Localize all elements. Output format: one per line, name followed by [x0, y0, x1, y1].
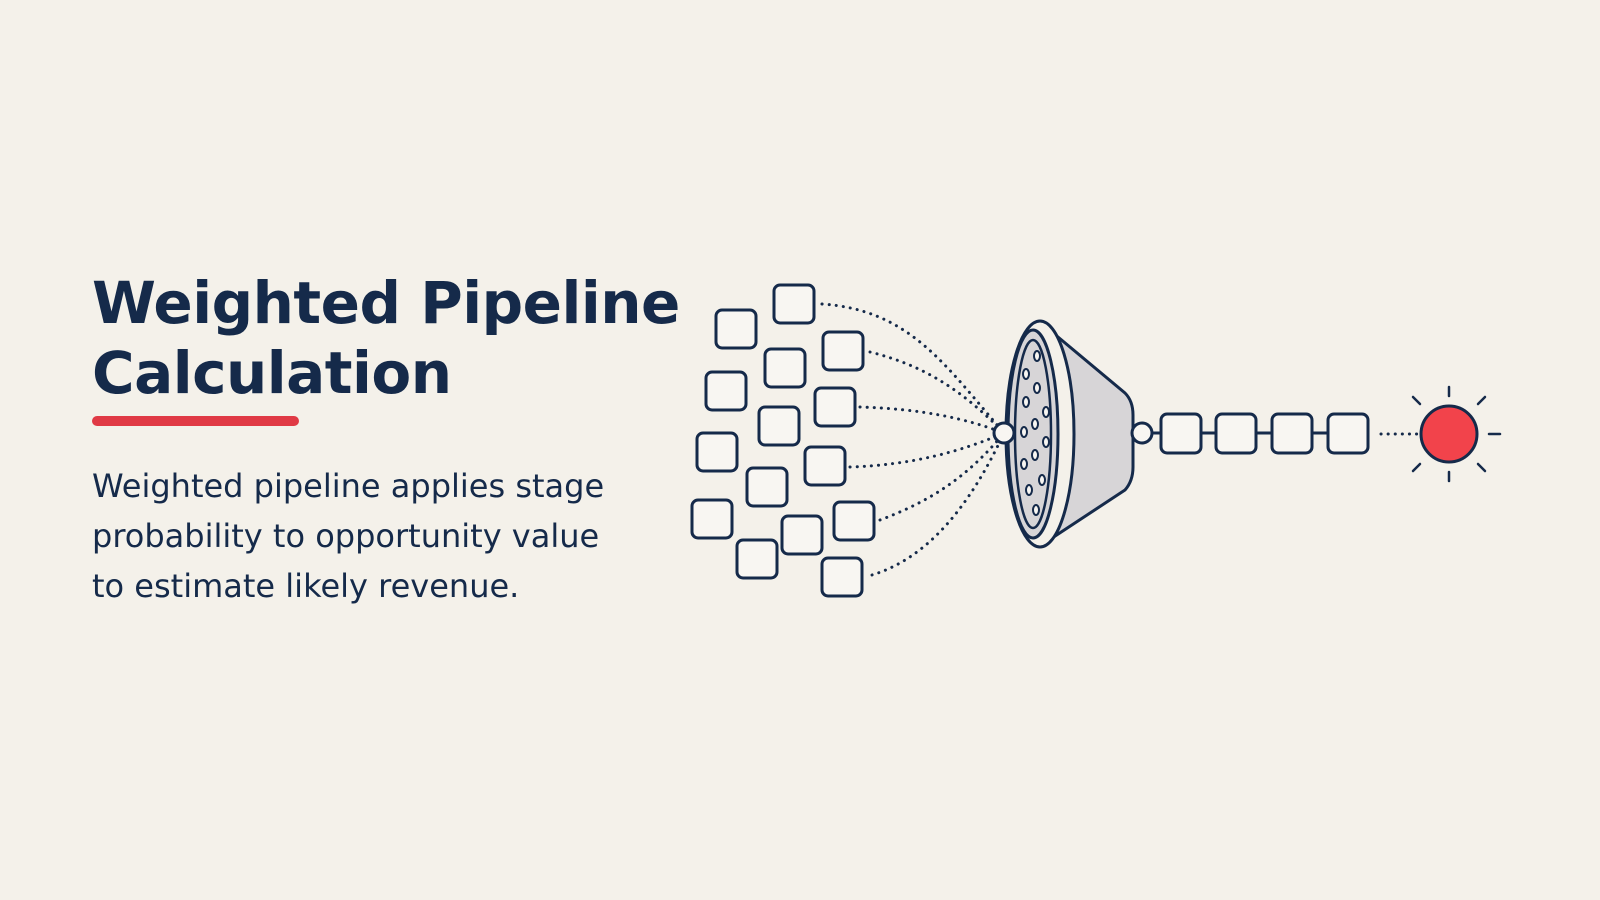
title-accent-underline: [92, 416, 299, 426]
connector-line: [820, 302, 1006, 435]
text-content: Weighted Pipeline Calculation Weighted p…: [92, 268, 680, 611]
funnel-output-node: [1130, 421, 1154, 445]
funnel-hole: [1038, 474, 1046, 486]
funnel-hole: [1033, 382, 1041, 394]
opportunity-box: [735, 538, 779, 580]
estimated-revenue-circle: [1419, 404, 1479, 464]
opportunity-box: [714, 308, 758, 350]
opportunity-box: [690, 498, 734, 540]
funnel-hole: [1020, 458, 1028, 470]
connector-line: [878, 431, 1006, 522]
connector-line: [868, 350, 1006, 435]
funnel-hole: [1031, 418, 1039, 430]
funnel-hole: [1025, 484, 1033, 496]
sun-burst-icon: [1411, 385, 1502, 483]
opportunity-box: [745, 466, 789, 508]
opportunity-box: [772, 283, 816, 325]
connector-line: [870, 431, 1006, 577]
funnel-hole: [1032, 504, 1040, 516]
funnel-hole: [1042, 436, 1050, 448]
dotted-connectors: [820, 302, 1423, 577]
opportunity-box: [757, 405, 801, 447]
opportunity-box: [704, 370, 748, 412]
weighted-pipeline-diagram: [690, 283, 1502, 598]
funnel-hole: [1033, 350, 1041, 362]
opportunity-box: [803, 445, 847, 487]
pipeline-stages: [1152, 412, 1370, 455]
funnel-input-node: [992, 421, 1016, 445]
pipeline-stage-box: [1326, 412, 1370, 455]
opportunity-box: [820, 556, 864, 598]
funnel-hole: [1020, 426, 1028, 438]
opportunity-box: [832, 500, 876, 542]
description-text: Weighted pipeline applies stage probabil…: [92, 467, 605, 605]
funnel-hole: [1031, 449, 1039, 461]
page-title: Weighted Pipeline Calculation: [92, 268, 680, 408]
title-line-2: Calculation: [92, 339, 452, 407]
funnel-icon: [992, 319, 1154, 549]
pipeline-stage-box: [1270, 412, 1314, 455]
opportunity-box: [813, 386, 857, 428]
funnel-hole: [1022, 396, 1030, 408]
pipeline-stage-box: [1214, 412, 1258, 455]
pipeline-stage-box: [1159, 412, 1203, 455]
input-opportunity-boxes: [690, 283, 876, 598]
opportunity-box: [821, 330, 865, 372]
opportunity-box: [763, 347, 807, 389]
title-line-1: Weighted Pipeline: [92, 269, 680, 337]
funnel-hole: [1042, 406, 1050, 418]
connector-line: [858, 405, 1006, 435]
opportunity-box: [780, 514, 824, 556]
connector-line: [848, 431, 1006, 469]
opportunity-box: [695, 431, 739, 473]
funnel-hole: [1022, 368, 1030, 380]
